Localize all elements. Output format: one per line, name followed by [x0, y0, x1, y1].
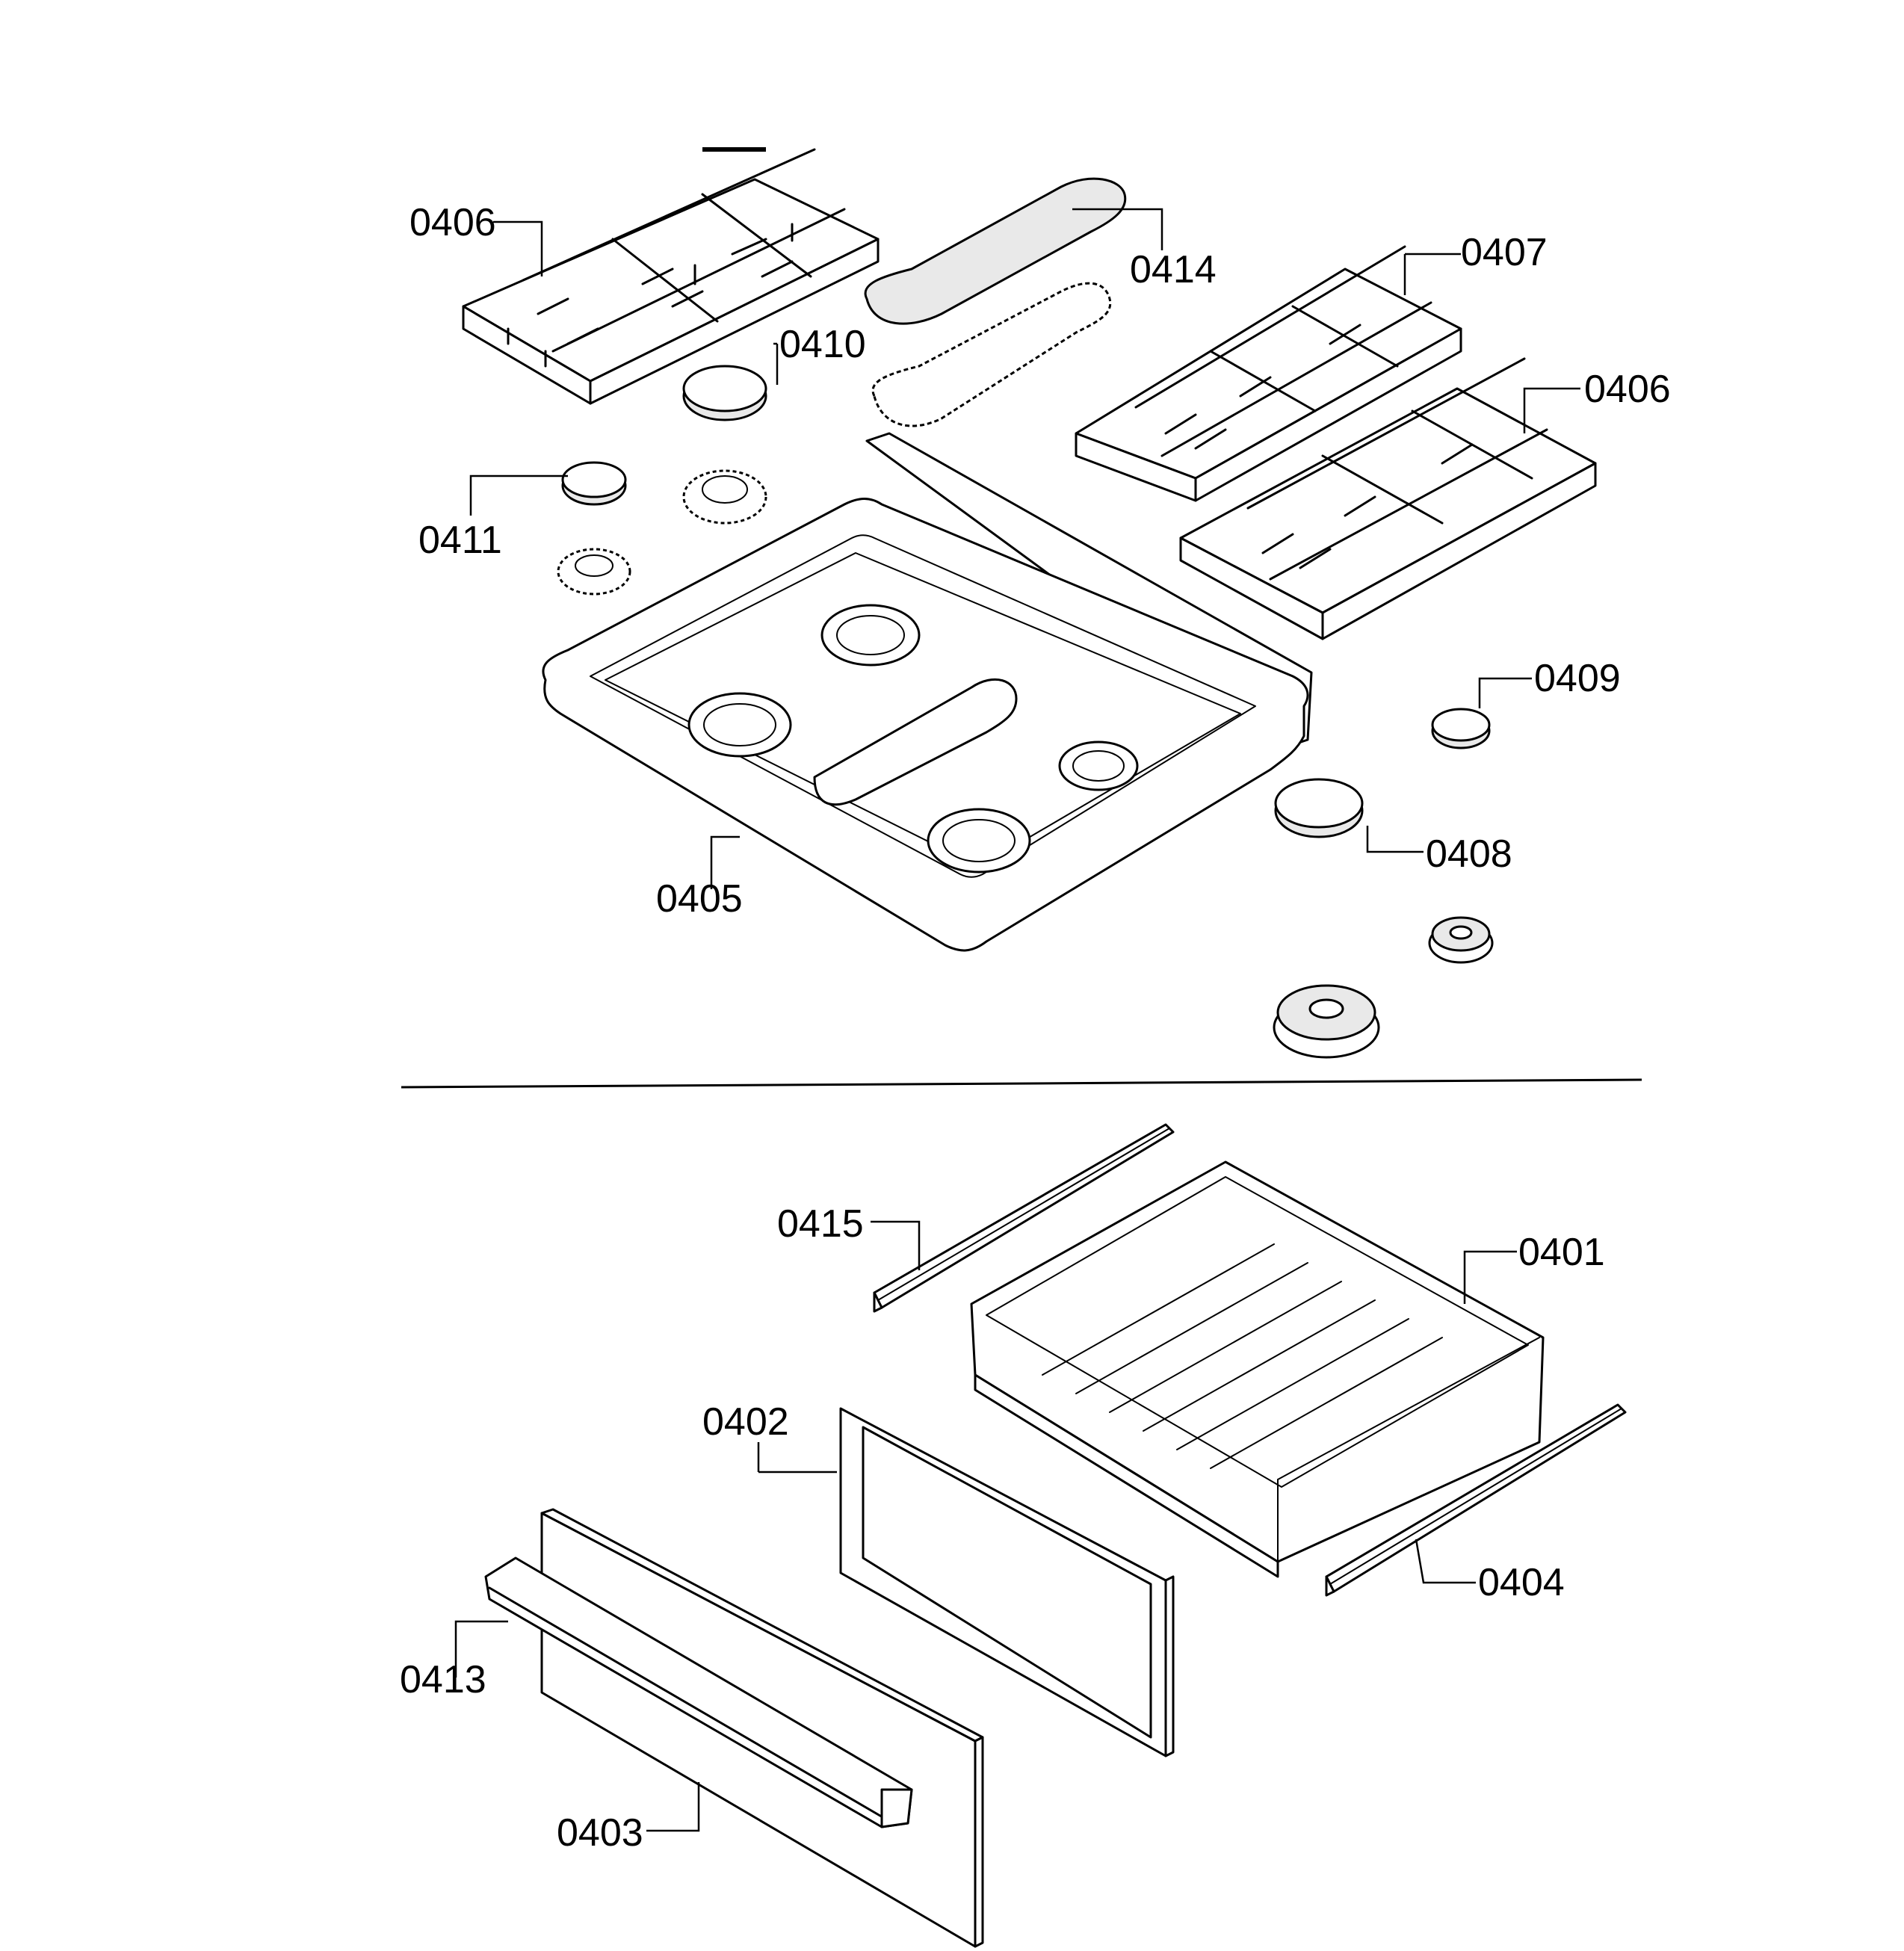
cooktop-0405: [542, 432, 1313, 952]
drawer-box-0401: [970, 1160, 1545, 1578]
burner-base-right-large: [1273, 984, 1380, 1059]
drawer-rail-0404: [1325, 1403, 1627, 1597]
label-0407: 0407: [1461, 231, 1548, 274]
label-0406-left: 0406: [409, 201, 496, 244]
label-0402: 0402: [702, 1400, 789, 1444]
label-0406-right: 0406: [1584, 368, 1671, 411]
label-0401: 0401: [1518, 1231, 1605, 1274]
oval-burner-0414: [864, 177, 1127, 427]
burner-cap-0408: [1274, 778, 1364, 838]
grate-right-front-0406: [1179, 357, 1597, 640]
label-0410: 0410: [779, 323, 866, 366]
label-0403: 0403: [557, 1811, 643, 1855]
grate-right-rear-0407: [1075, 245, 1462, 502]
label-0408: 0408: [1426, 832, 1512, 876]
label-0414: 0414: [1130, 248, 1217, 291]
burner-base-left-front: [557, 548, 631, 596]
grate-left-0406: [462, 148, 880, 405]
drawer-handle-0413: [484, 1556, 913, 1828]
drawer-rail-0415: [873, 1123, 1175, 1313]
label-0404: 0404: [1478, 1561, 1565, 1604]
label-0405: 0405: [656, 877, 743, 921]
burner-cap-0411: [561, 461, 627, 506]
label-0411: 0411: [418, 519, 502, 562]
leader-lines: [454, 208, 1580, 1832]
label-0409: 0409: [1534, 657, 1621, 700]
drawer-frame-0402: [839, 1407, 1175, 1757]
label-0415: 0415: [777, 1202, 864, 1246]
burner-cap-0410: [682, 365, 767, 421]
burner-cap-0409: [1431, 708, 1491, 749]
burner-base-right-small: [1428, 916, 1494, 964]
label-0413: 0413: [400, 1658, 486, 1701]
section-divider: [401, 1078, 1642, 1089]
burner-base-left-rear: [682, 469, 767, 525]
